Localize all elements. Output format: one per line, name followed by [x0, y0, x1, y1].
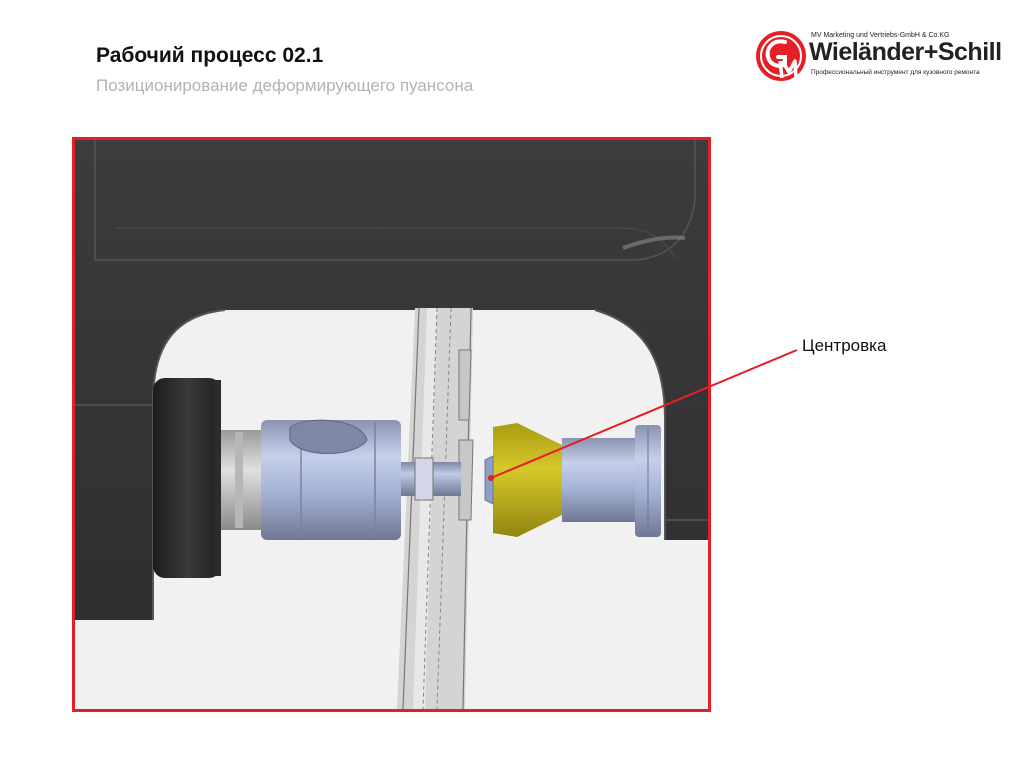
company-logo: MV Marketing und Vertriebs-GmbH & Co.KG … — [755, 28, 1002, 84]
punch-positioning-illustration — [72, 137, 711, 712]
centering-callout-label: Центровка — [802, 336, 887, 355]
logo-tagline-top: MV Marketing und Vertriebs-GmbH & Co.KG — [811, 32, 950, 39]
logo-tagline-bottom: Профессиональный инструмент для кузовног… — [811, 69, 980, 76]
ws-logo-emblem-icon — [756, 31, 806, 81]
page-title: Рабочий процесс 02.1 — [96, 44, 324, 67]
page-subtitle: Позиционирование деформирующего пуансона — [96, 76, 474, 95]
logo-brand-name: Wieländer+Schill — [809, 38, 1002, 66]
